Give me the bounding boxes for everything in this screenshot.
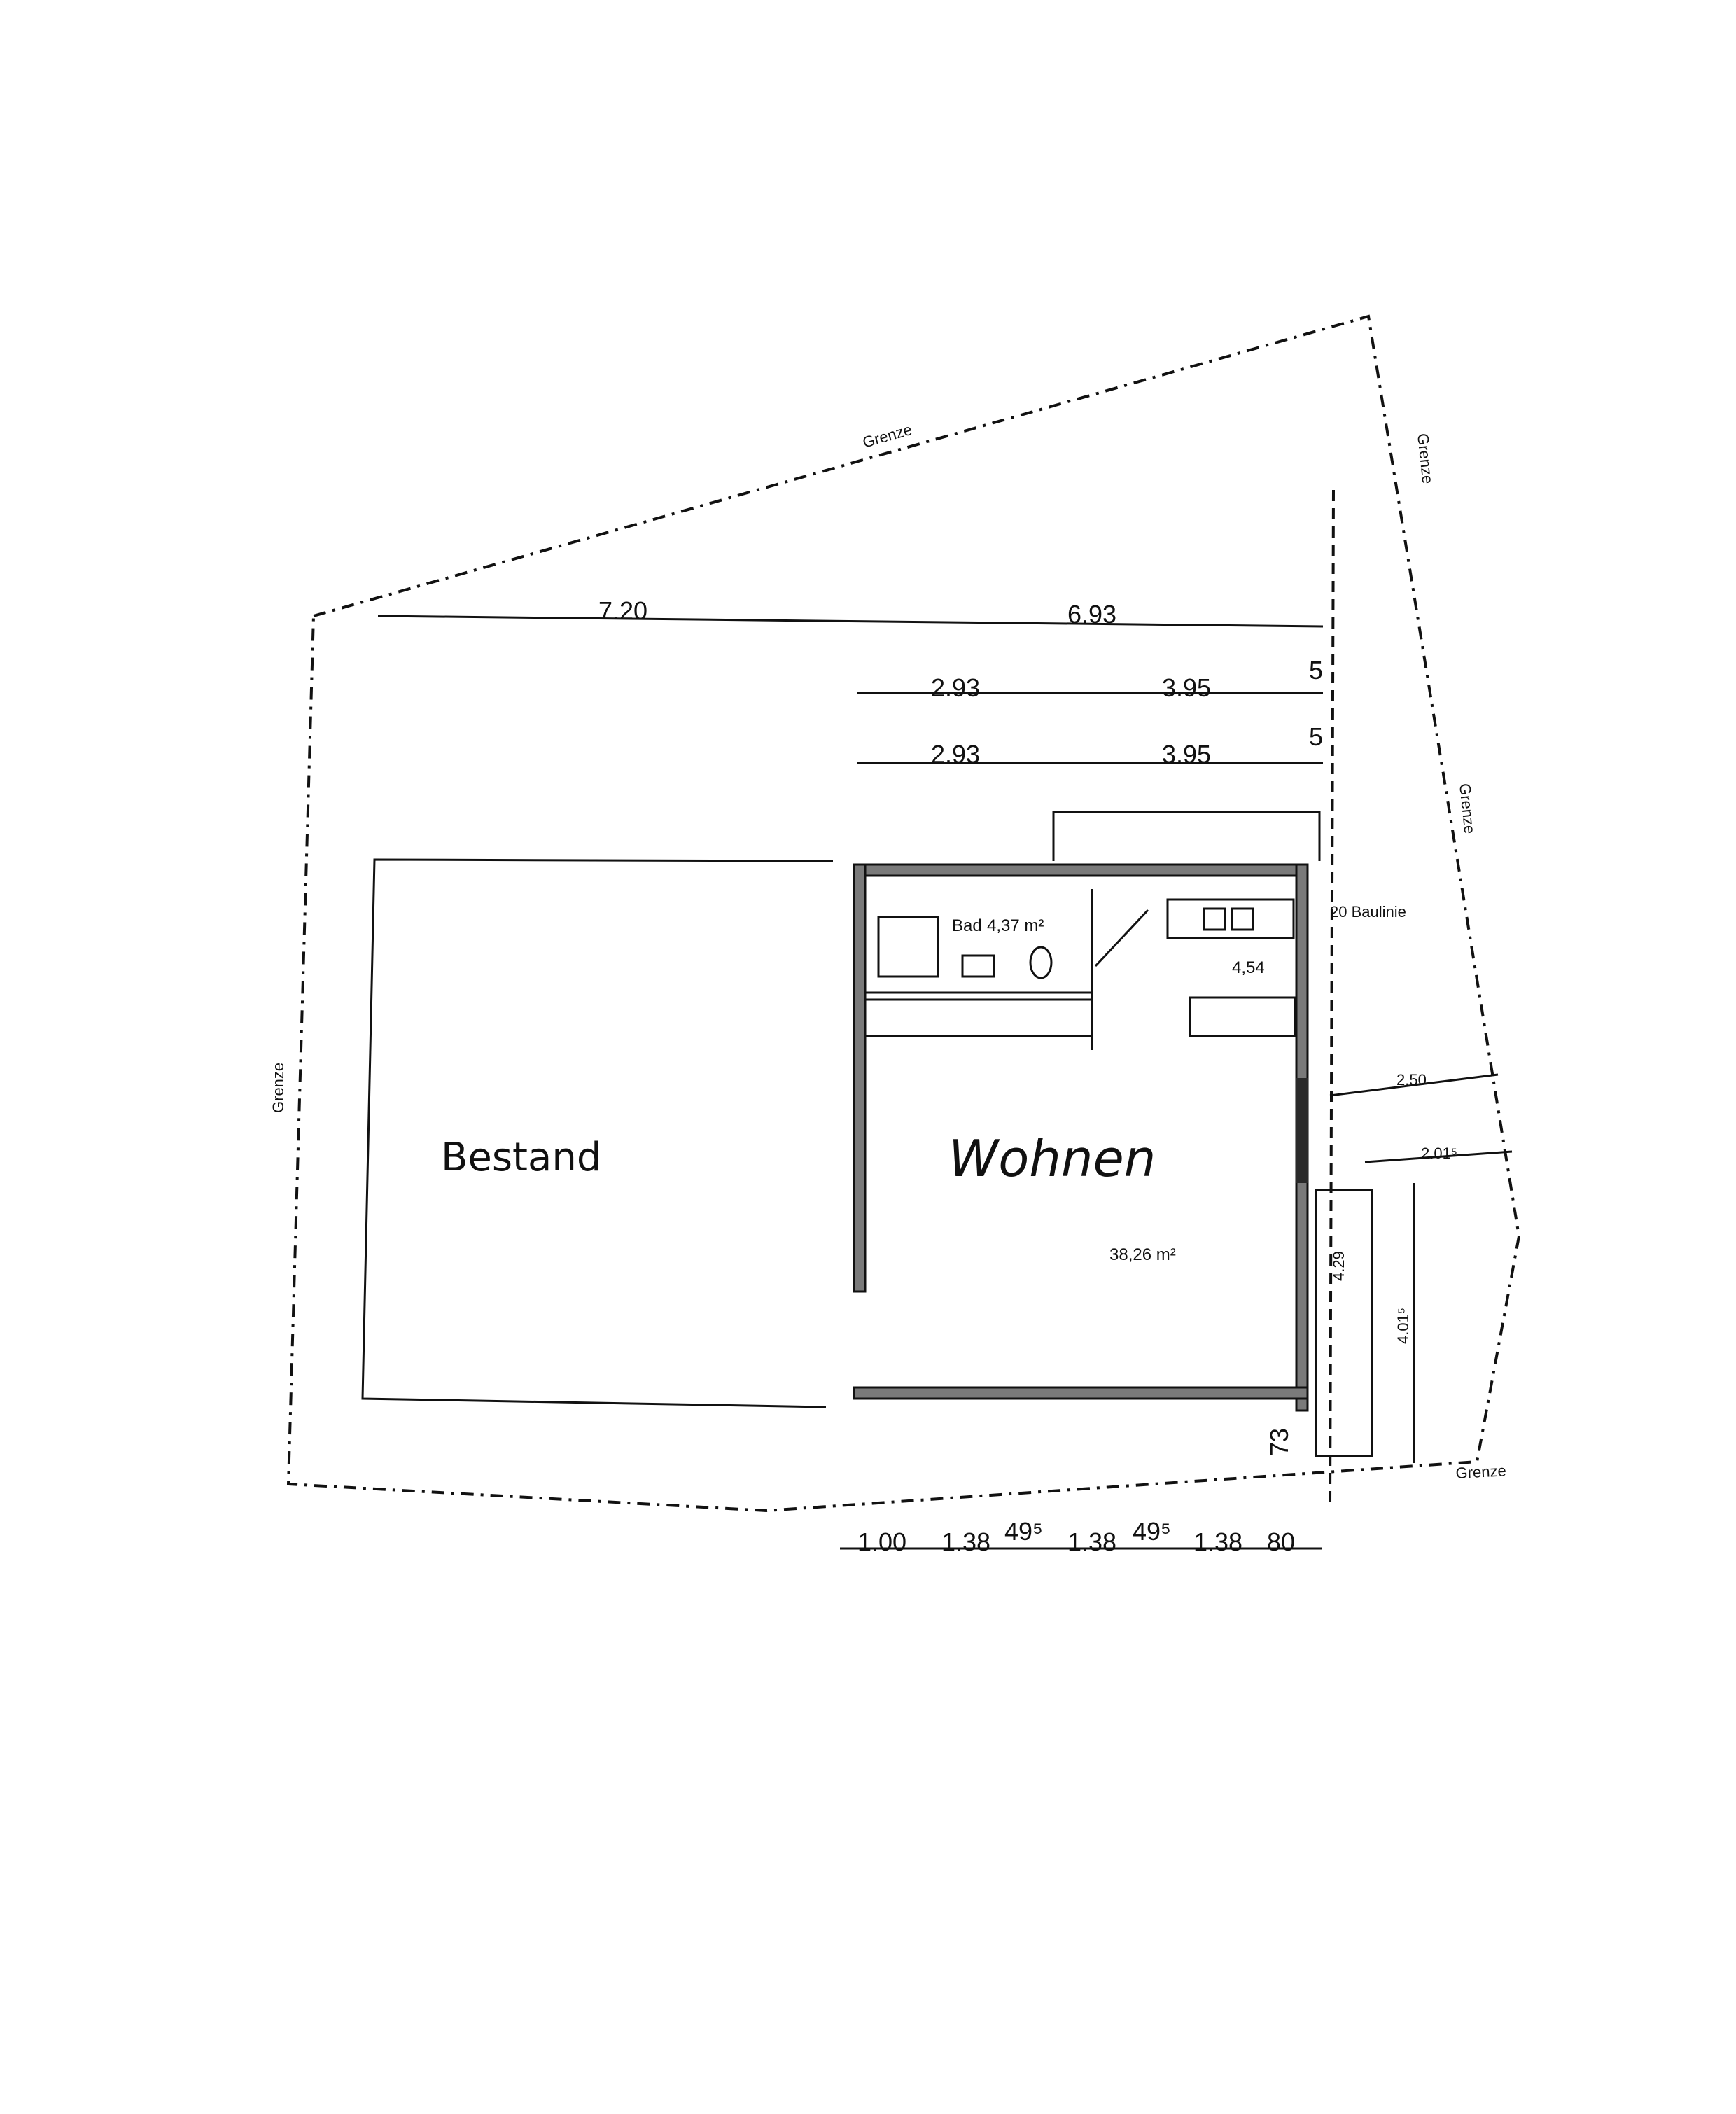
living-label: Wohnen: [948, 1129, 1156, 1188]
door-swing: [1094, 909, 1149, 967]
wall-bottom: [853, 1386, 1309, 1400]
dim-1-38-a: 1.38: [941, 1527, 990, 1556]
dim-3-95-b: 3.95: [1162, 740, 1211, 769]
dim-80: 80: [1267, 1527, 1295, 1556]
dim-2-50: 2.50: [1396, 1071, 1427, 1088]
washbasin: [961, 954, 995, 978]
existing-building-label: Bestand: [441, 1135, 601, 1180]
dim-4-01: 4.01⁵: [1394, 1308, 1412, 1344]
boundary-label-right-top: Grenze: [1414, 433, 1436, 484]
dim-3-95-a: 3.95: [1162, 673, 1211, 702]
dim-2-93-b: 2.93: [931, 740, 980, 769]
kitchen-counter: [1166, 898, 1295, 939]
dim-49-a: 49⁵: [1004, 1517, 1043, 1546]
dim-1-38-c: 1.38: [1194, 1527, 1242, 1556]
dim-4-29: 4.29: [1330, 1251, 1348, 1281]
existing-building-outline: [361, 858, 834, 1408]
boundary-label-bottom: Grenze: [1455, 1462, 1506, 1482]
dim-73: 73: [1265, 1428, 1294, 1456]
kitchen-sink: [1203, 907, 1226, 931]
dim-right-2: [1364, 1150, 1513, 1163]
stair-right: [1315, 1189, 1373, 1457]
dim-6-93: 6.93: [1068, 600, 1116, 629]
dim-5-a: 5: [1309, 656, 1323, 685]
living-area: 38,26 m²: [1110, 1245, 1176, 1264]
shower-tray: [877, 916, 939, 978]
kitchen-hob: [1231, 907, 1254, 931]
toilet: [1029, 946, 1053, 979]
baulinie-label: 20 Baulinie: [1330, 903, 1406, 920]
wall-left: [853, 863, 867, 1293]
dim-49-b: 49⁵: [1133, 1517, 1171, 1546]
dim-7-20: 7.20: [598, 596, 648, 625]
dim-1-00: 1.00: [858, 1527, 906, 1556]
stair-outline-top: [1052, 811, 1321, 861]
dim-1-38-b: 1.38: [1068, 1527, 1116, 1556]
dim-5-b: 5: [1309, 722, 1323, 751]
bathroom-area: 4,37 m²: [987, 916, 1044, 935]
kitchen-island: [1189, 996, 1296, 1037]
wall-top: [853, 863, 1303, 877]
dim-2-01: 2.01⁵: [1421, 1144, 1457, 1162]
bathroom-label: Bad: [952, 916, 982, 935]
boundary-label-right-mid: Grenze: [1456, 783, 1478, 834]
boundary-label-top: Grenze: [860, 421, 913, 451]
dim-row-1: [377, 615, 1324, 628]
dim-right-1: [1329, 1073, 1499, 1097]
kitchen-area-label: 4,54: [1232, 958, 1265, 977]
boundary-label-left: Grenze: [270, 1063, 287, 1113]
dim-2-93-a: 2.93: [931, 673, 980, 702]
wall-right-dark: [1296, 1078, 1308, 1183]
building-line: [1329, 489, 1335, 1506]
